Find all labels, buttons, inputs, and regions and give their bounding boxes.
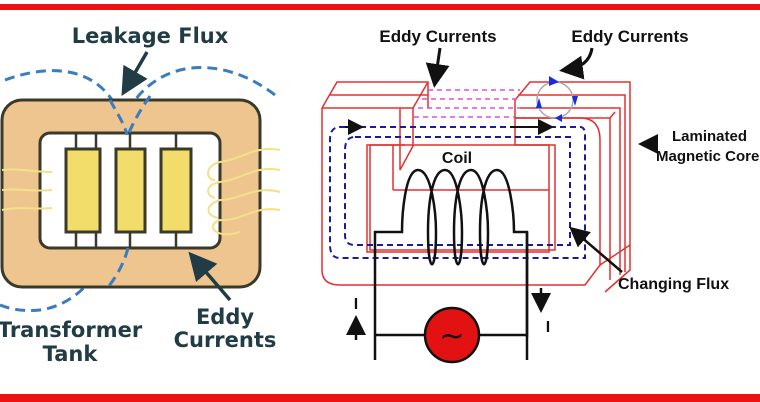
circuit-wires: [375, 232, 529, 337]
changing-flux-label: Changing Flux: [618, 276, 729, 293]
eddy-currents-arrow-left-core: [425, 47, 450, 88]
eddy-currents-label-core-right: Eddy Currents: [571, 27, 688, 46]
leakage-flux-loop-left: [0, 69, 129, 312]
eddy-currents-label-line2: Currents: [174, 328, 277, 352]
winding-1: [64, 147, 102, 234]
eddy-currents-arrow-left: [188, 251, 232, 302]
eddy-current-loop: [536, 81, 574, 119]
coil: [373, 168, 529, 360]
leakage-flux-arrow: [121, 51, 149, 97]
laminated-core-diagram: ~ I I Eddy Currents Eddy Currents Lamina…: [321, 27, 759, 364]
leakage-flux-label: Leakage Flux: [72, 24, 229, 48]
winding-2: [114, 147, 147, 234]
ac-source: [423, 306, 481, 364]
eddy-current-lines-right: [207, 148, 281, 236]
eddy-currents-label-line1: Eddy: [196, 305, 254, 329]
eddy-currents-arrow-right-core: [559, 47, 594, 80]
changing-flux-paths: [329, 126, 586, 259]
eddy-current-lines-left: [1, 168, 53, 211]
current-label-right: I: [546, 319, 550, 336]
changing-flux-arrow: [569, 226, 623, 273]
transformer-tank-diagram: Leakage Flux Transformer Tank Eddy Curre…: [0, 24, 281, 366]
laminated-core: [321, 81, 631, 293]
coil-label: Coil: [442, 150, 472, 167]
eddy-current-loop-arrows: [536, 76, 578, 122]
top-border: [0, 4, 760, 10]
laminated-core-label-line2: Magnetic Core: [656, 148, 759, 165]
winding-3: [159, 147, 193, 234]
transformer-tank-label-line2: Tank: [43, 342, 99, 366]
laminated-core-label-line1: Laminated: [672, 128, 747, 145]
eddy-current-dashes: [414, 89, 520, 118]
eddy-currents-label-core-left: Eddy Currents: [379, 27, 496, 46]
current-label-left: I: [354, 296, 358, 313]
transformer-tank-label-line1: Transformer: [0, 318, 143, 342]
bottom-border: [0, 394, 760, 402]
ac-source-symbol: ~: [439, 319, 464, 354]
